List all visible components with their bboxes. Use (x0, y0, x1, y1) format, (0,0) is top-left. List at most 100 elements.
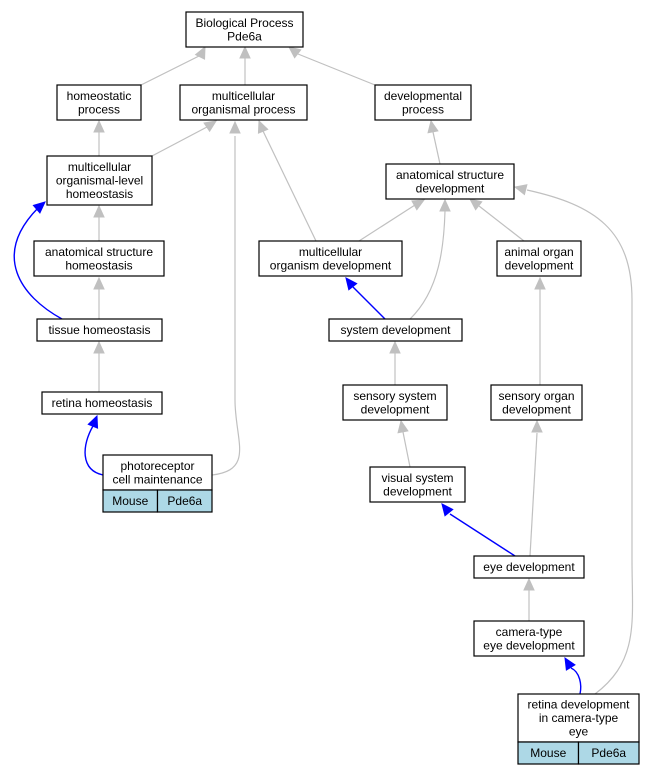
cell-box (156, 489, 213, 513)
term-node-system-dev[interactable]: system development (328, 318, 463, 342)
edge-photoreceptor-to-retina_homeo (84, 414, 104, 476)
term-label: development (361, 402, 430, 416)
term-box (490, 384, 583, 421)
arrowhead-icon (531, 419, 543, 433)
arrowhead-icon (534, 276, 546, 290)
edge-retina_homeo-to-tissue_homeo (93, 340, 105, 392)
term-label: anatomical structure (45, 245, 153, 259)
edge-eye_dev-to-visual_system (441, 503, 516, 557)
term-label: multicellular (212, 89, 275, 103)
arrowhead-icon (439, 198, 451, 212)
edge-mc_homeostasis-to-homeostatic (93, 119, 105, 156)
term-label: organismal process (191, 102, 295, 116)
cell-label: Mouse (112, 494, 148, 508)
term-label: retina homeostasis (52, 396, 153, 410)
edge-line (402, 431, 411, 468)
term-label: development (383, 484, 452, 498)
edge-homeostatic-to-bp (140, 45, 206, 86)
cell-label: Pde6a (591, 746, 626, 760)
term-box (328, 318, 463, 342)
term-box (185, 11, 304, 48)
edge-mc_org_dev-to-anat_dev (358, 199, 426, 242)
term-box (517, 693, 640, 743)
term-label: process (402, 102, 444, 116)
edge-line (84, 425, 104, 476)
term-box (496, 240, 582, 277)
edge-line (13, 207, 63, 320)
term-label: sensory organ (498, 389, 574, 403)
term-label: organism development (270, 258, 392, 272)
arrowhead-icon (513, 184, 528, 196)
edge-mc_homeostasis-to-multicellular_process (151, 120, 218, 157)
term-box (46, 155, 153, 206)
edge-line (432, 131, 441, 165)
term-label: development (416, 181, 485, 195)
term-box (36, 318, 163, 342)
edge-sensory_system-to-system_dev (389, 340, 401, 385)
term-label: anatomical structure (396, 168, 504, 182)
arrowhead-icon (427, 119, 439, 134)
edge-photoreceptor-to-multicellular_process (211, 120, 241, 476)
edge-sensory_organ-to-animal_organ (534, 276, 546, 385)
edge-visual_system-to-sensory_system (397, 419, 411, 468)
term-label: camera-type (496, 625, 563, 639)
term-label: homeostasis (65, 258, 132, 272)
edge-line (211, 136, 241, 476)
term-node-tissue-homeo[interactable]: tissue homeostasis (36, 318, 163, 342)
arrowhead-icon (397, 419, 409, 434)
edge-line (449, 513, 516, 557)
term-box (369, 466, 466, 503)
edge-anat_dev-to-developmental (427, 119, 441, 165)
term-label: sensory system (353, 389, 436, 403)
arrowhead-icon (345, 277, 358, 291)
term-label: multicellular (68, 160, 131, 174)
edge-camera_eye-to-eye_dev (523, 577, 535, 621)
term-box (179, 84, 308, 121)
edge-line (570, 667, 582, 695)
arrowhead-icon (564, 656, 576, 671)
term-label: process (78, 102, 120, 116)
term-box (385, 163, 515, 200)
term-label: development (502, 402, 571, 416)
term-label: eye development (483, 638, 575, 652)
term-label: visual system (381, 471, 453, 485)
arrowhead-icon (239, 45, 251, 59)
term-label: homeostatic (67, 89, 132, 103)
arrowhead-icon (93, 276, 105, 290)
gene-cell: Pde6a (156, 489, 213, 513)
term-label: tissue homeostasis (48, 323, 150, 337)
edge-line (409, 210, 446, 320)
edge-line (352, 286, 386, 320)
arrowhead-icon (93, 119, 105, 133)
term-box (33, 240, 165, 277)
edge-line (151, 126, 208, 157)
term-label: developmental (384, 89, 462, 103)
term-node-eye-dev[interactable]: eye development (473, 555, 585, 579)
edge-line (358, 204, 416, 242)
term-node-retina-homeo[interactable]: retina homeostasis (41, 391, 163, 415)
gene-cell: Pde6a (577, 741, 640, 765)
term-label: organismal-level (56, 174, 143, 188)
arrowhead-icon (93, 340, 105, 354)
term-label: cell maintenance (112, 472, 202, 486)
term-box (374, 84, 472, 121)
term-label: photoreceptor (120, 459, 194, 473)
arrowhead-icon (257, 119, 269, 134)
term-label: Biological Process (195, 16, 293, 30)
